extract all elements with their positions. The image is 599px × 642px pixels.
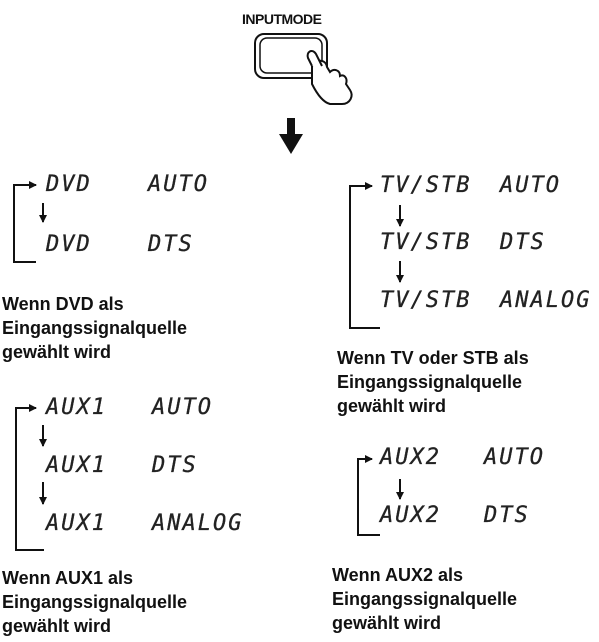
aux1-caption-line-1: Wenn AUX1 als bbox=[2, 568, 134, 588]
dvd-mode-1: AUTO bbox=[148, 172, 209, 197]
tvstb-cycle-lines bbox=[349, 182, 404, 329]
dvd-caption-line-2: Eingangssignalquelle bbox=[2, 318, 188, 338]
dvd-source-2: DVD bbox=[46, 232, 92, 257]
aux2-caption: Wenn AUX2 als Eingangssignalquelle gewäh… bbox=[332, 563, 517, 635]
tvstb-source-3: TV/STB bbox=[380, 288, 472, 313]
down-arrow-icon bbox=[279, 118, 303, 154]
aux1-caption: Wenn AUX1 als Eingangssignalquelle gewäh… bbox=[2, 566, 187, 638]
inputmode-label: INPUTMODE bbox=[242, 11, 322, 27]
tvstb-mode-3: ANALOG bbox=[500, 288, 592, 313]
aux2-caption-line-3: gewählt wird bbox=[332, 613, 442, 633]
aux2-source-2: AUX2 bbox=[380, 503, 441, 528]
aux1-cycle-lines bbox=[15, 404, 47, 551]
tvstb-caption-line-2: Eingangssignalquelle bbox=[337, 372, 523, 392]
tvstb-mode-2: DTS bbox=[500, 230, 546, 255]
aux2-caption-line-1: Wenn AUX2 als bbox=[332, 565, 464, 585]
aux1-mode-3: ANALOG bbox=[152, 511, 244, 536]
aux1-source-3: AUX1 bbox=[46, 511, 107, 536]
dvd-cycle-lines bbox=[13, 181, 47, 263]
aux2-cycle-lines bbox=[357, 455, 404, 536]
dvd-mode-2: DTS bbox=[148, 232, 194, 257]
aux1-mode-1: AUTO bbox=[152, 395, 213, 420]
dvd-caption: Wenn DVD als Eingangssignalquelle gewähl… bbox=[2, 292, 187, 364]
aux2-source-1: AUX2 bbox=[380, 445, 441, 470]
dvd-caption-line-3: gewählt wird bbox=[2, 342, 112, 362]
aux1-caption-line-2: Eingangssignalquelle bbox=[2, 592, 188, 612]
hand-pressing-button-icon bbox=[306, 50, 353, 105]
aux2-mode-1: AUTO bbox=[484, 445, 545, 470]
dvd-source-1: DVD bbox=[46, 172, 92, 197]
aux1-source-2: AUX1 bbox=[46, 453, 107, 478]
aux1-mode-2: DTS bbox=[152, 453, 198, 478]
tvstb-source-2: TV/STB bbox=[380, 230, 472, 255]
aux2-caption-line-2: Eingangssignalquelle bbox=[332, 589, 518, 609]
tvstb-caption-line-3: gewählt wird bbox=[337, 396, 447, 416]
tvstb-mode-1: AUTO bbox=[500, 173, 561, 198]
aux1-source-1: AUX1 bbox=[46, 395, 107, 420]
inputmode-button[interactable] bbox=[254, 33, 328, 79]
aux1-caption-line-3: gewählt wird bbox=[2, 616, 112, 636]
dvd-caption-line-1: Wenn DVD als bbox=[2, 294, 124, 314]
tvstb-caption: Wenn TV oder STB als Eingangssignalquell… bbox=[337, 346, 529, 418]
aux2-mode-2: DTS bbox=[484, 503, 530, 528]
tvstb-caption-line-1: Wenn TV oder STB als bbox=[337, 348, 529, 368]
tvstb-source-1: TV/STB bbox=[380, 173, 472, 198]
